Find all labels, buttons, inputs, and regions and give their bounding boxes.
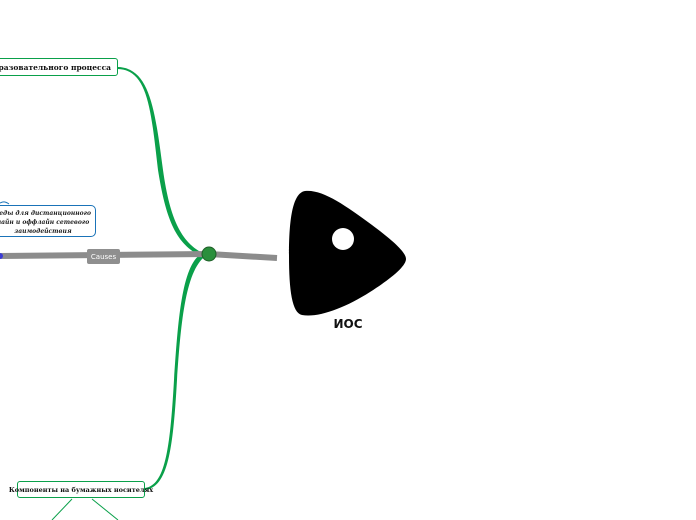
central-topic-shape[interactable] <box>289 190 406 316</box>
topic-node-line: реды для дистанционного <box>0 210 91 217</box>
middle-node-connector <box>0 201 10 205</box>
bottom-child-line-right <box>91 498 119 520</box>
topic-node-educational-process[interactable]: ние образовательного процесса <box>0 58 118 76</box>
central-topic-label[interactable]: ИОС <box>333 317 363 331</box>
topic-node-distance-environment[interactable]: реды для дистанционного лайн и оффлайн с… <box>0 205 96 237</box>
topic-node-line: заимодействия <box>14 228 72 235</box>
spine-endpoint-marker <box>0 253 3 259</box>
topic-node-line: лайн и оффлайн сетевого <box>0 219 90 226</box>
central-topic-hole <box>332 228 354 250</box>
main-spine <box>0 250 278 261</box>
topic-node-paper-components[interactable]: Компоненты на бумажных носителях <box>9 481 153 498</box>
causes-label-text: Causes <box>90 252 117 261</box>
branch-joint[interactable] <box>201 246 217 262</box>
branch-to-top-node <box>118 67 207 257</box>
branch-to-bottom-node <box>145 253 207 490</box>
causes-connector-label[interactable]: Causes <box>87 249 120 264</box>
bottom-child-line-left <box>51 498 73 520</box>
topic-node-label: Компоненты на бумажных носителях <box>8 485 154 494</box>
topic-node-label: ние образовательного процесса <box>0 62 111 72</box>
